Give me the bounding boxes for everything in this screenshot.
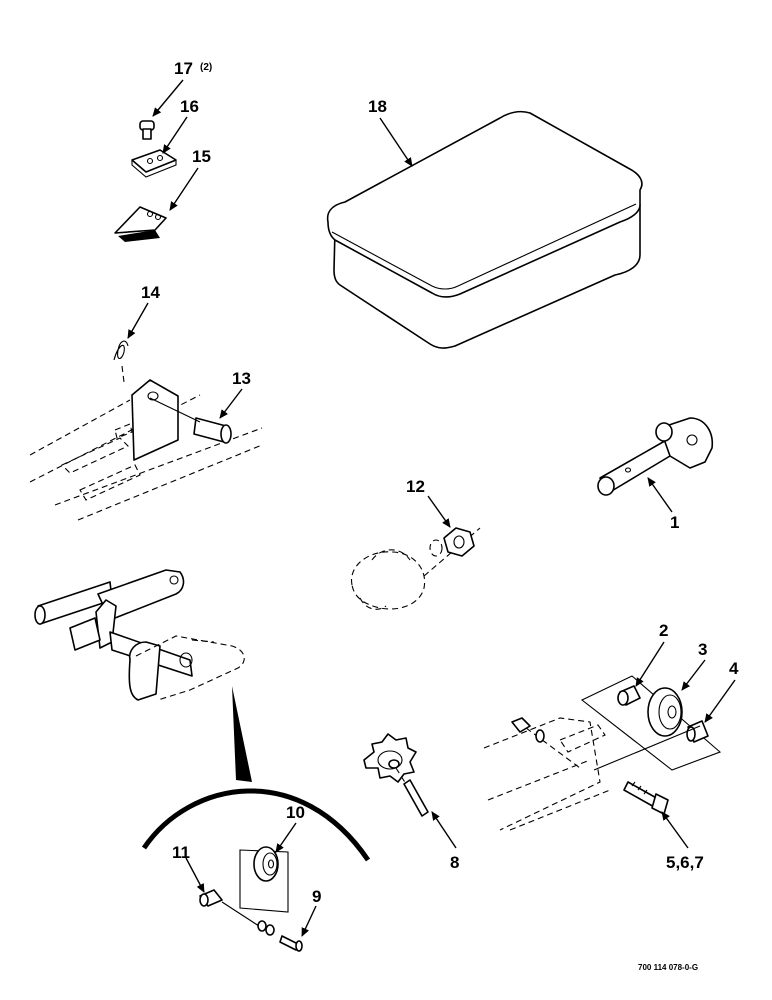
leader-1	[647, 477, 673, 513]
callout-18: 18	[368, 97, 387, 116]
detail-arc	[141, 788, 371, 862]
part-14-hairpin	[113, 340, 129, 361]
part-9-bolt	[257, 920, 303, 952]
part-13-pin	[193, 417, 232, 444]
part-11-pin	[199, 889, 223, 907]
part-1-shaft	[597, 417, 714, 496]
part-2-spacer	[617, 685, 641, 706]
callout-14: 14	[141, 283, 160, 302]
roller-plate	[580, 675, 722, 771]
part-5-6-7-bolt	[623, 781, 669, 815]
callout-9: 9	[312, 887, 321, 906]
callout-4: 4	[729, 659, 739, 678]
leader-2	[635, 641, 665, 687]
detail-callout-pointer	[232, 686, 252, 782]
callout-2: 2	[659, 621, 668, 640]
figure-number: 700 114 078-0-G	[638, 963, 698, 972]
roller-nut-washer	[511, 717, 545, 743]
leader-3	[681, 659, 706, 691]
callout-17-qty: (2)	[200, 62, 212, 73]
callout-10: 10	[286, 803, 305, 822]
part-3-roller	[647, 687, 683, 737]
roller-frame-dashed	[483, 717, 611, 831]
leader-4	[704, 679, 736, 723]
part-12-nut	[443, 527, 475, 557]
callout-1: 1	[670, 513, 679, 532]
leader-17	[152, 79, 184, 117]
leader-18	[379, 117, 413, 167]
leader-11	[185, 857, 205, 893]
part-bracket	[131, 379, 179, 461]
part-17-bolt	[139, 120, 155, 140]
leader-15	[169, 167, 199, 211]
callout-17: 17	[174, 59, 193, 78]
callout-15: 15	[192, 147, 211, 166]
leader-16	[162, 116, 188, 154]
part-16-clip	[131, 149, 177, 178]
callout-13: 13	[232, 369, 251, 388]
callout-16: 16	[180, 97, 199, 116]
callout-8: 8	[450, 853, 459, 872]
part-10-roller	[239, 846, 289, 913]
leader-5-6-7	[661, 811, 689, 849]
gear-pin-axis	[395, 767, 407, 785]
leader-8	[431, 811, 457, 849]
leader-14	[127, 302, 149, 339]
leader-12	[427, 495, 451, 528]
callout-3: 3	[698, 640, 707, 659]
part-18-storage-box	[326, 110, 643, 349]
pin-axis	[149, 397, 201, 423]
leader-10	[275, 822, 297, 853]
callout-5-6-7: 5,6,7	[666, 853, 704, 872]
callout-12: 12	[406, 477, 425, 496]
leader-9	[301, 905, 317, 937]
bracket-dashed	[135, 635, 245, 701]
roller-axis	[593, 725, 701, 771]
part-15-knife-section	[114, 206, 167, 242]
part-8-gear	[363, 733, 429, 817]
drive-shaft-assembly	[34, 569, 193, 701]
leader-13	[219, 388, 243, 419]
callout-11: 11	[172, 843, 190, 862]
detail-axis	[221, 901, 263, 929]
hairpin-axis	[121, 365, 125, 383]
